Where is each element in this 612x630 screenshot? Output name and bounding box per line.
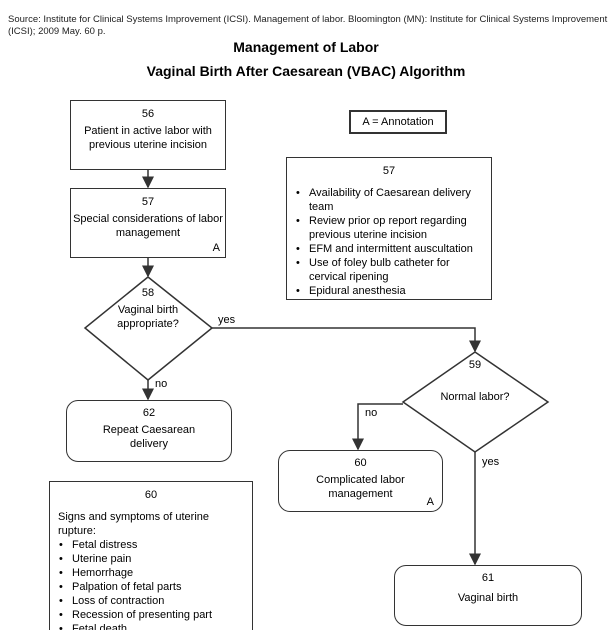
list-item: Hemorrhage (59, 566, 244, 580)
note-57-list: Availability of Caesarean delivery team … (295, 186, 483, 298)
node-57: 57 Special considerations of labor manag… (70, 188, 226, 258)
list-item: Review prior op report regarding previou… (296, 214, 483, 242)
node-56: 56 Patient in active labor with previous… (70, 100, 226, 170)
list-item: Fetal distress (59, 538, 244, 552)
arrow-58-59 (212, 327, 481, 353)
annotation-legend: A = Annotation (349, 110, 447, 134)
node-62: 62 Repeat Caesarean delivery (66, 400, 232, 462)
node-59-text: 59 Normal labor? (420, 358, 530, 404)
list-item: Uterine pain (59, 552, 244, 566)
edge-label-no: no (155, 378, 168, 390)
list-item: Recession of presenting part (59, 608, 244, 622)
edge-label-yes: yes (218, 314, 236, 326)
node-text: Repeat Caesarean delivery (102, 424, 196, 450)
note-60-list: Fetal distress Uterine pain Hemorrhage P… (58, 538, 244, 630)
note-57: 57 Availability of Caesarean delivery te… (286, 157, 492, 300)
list-item: Use of foley bulb catheter for cervical … (296, 256, 483, 284)
node-number: 56 (141, 108, 155, 120)
list-item: Availability of Caesarean delivery team (296, 186, 483, 214)
node-number: 60 (354, 457, 367, 469)
node-text: Vaginal birth appropriate? (117, 304, 179, 330)
node-text: Patient in active labor with previous ut… (84, 125, 212, 151)
node-60: 60 Complicated labor management A (278, 450, 443, 512)
node-number: 59 (468, 359, 482, 371)
note-number: 60 (144, 489, 158, 501)
annotation-marker: A (426, 496, 434, 508)
node-number: 62 (142, 407, 156, 419)
node-text: Complicated labor management (316, 474, 405, 500)
list-item: Palpation of fetal parts (59, 580, 244, 594)
note-number: 57 (382, 165, 396, 177)
list-item: Fetal death (59, 622, 244, 630)
node-58-text: 58 Vaginal birth appropriate? (95, 286, 201, 331)
source-citation: Source: Institute for Clinical Systems I… (8, 14, 608, 37)
node-number: 57 (141, 196, 155, 208)
edge-label-no: no (365, 407, 378, 419)
note-60-intro: Signs and symptoms of uterine rupture: (58, 511, 210, 537)
annotation-marker: A (212, 242, 220, 254)
list-item: Epidural anesthesia (296, 284, 483, 298)
node-text: Vaginal birth (457, 592, 519, 604)
edge-label-yes: yes (482, 456, 500, 468)
note-60: 60 Signs and symptoms of uterine rupture… (49, 481, 253, 630)
node-number: 61 (481, 572, 495, 584)
arrow-59-60 (352, 403, 403, 451)
node-61: 61 Vaginal birth (394, 565, 582, 626)
list-item: Loss of contraction (59, 594, 244, 608)
list-item: EFM and intermittent auscultation (296, 242, 483, 256)
node-number: 58 (141, 287, 155, 299)
page-subtitle: Vaginal Birth After Caesarean (VBAC) Alg… (146, 63, 466, 79)
node-text: Special considerations of labor manageme… (73, 213, 223, 239)
node-text: Normal labor? (440, 391, 510, 403)
page-title: Management of Labor (233, 39, 379, 55)
